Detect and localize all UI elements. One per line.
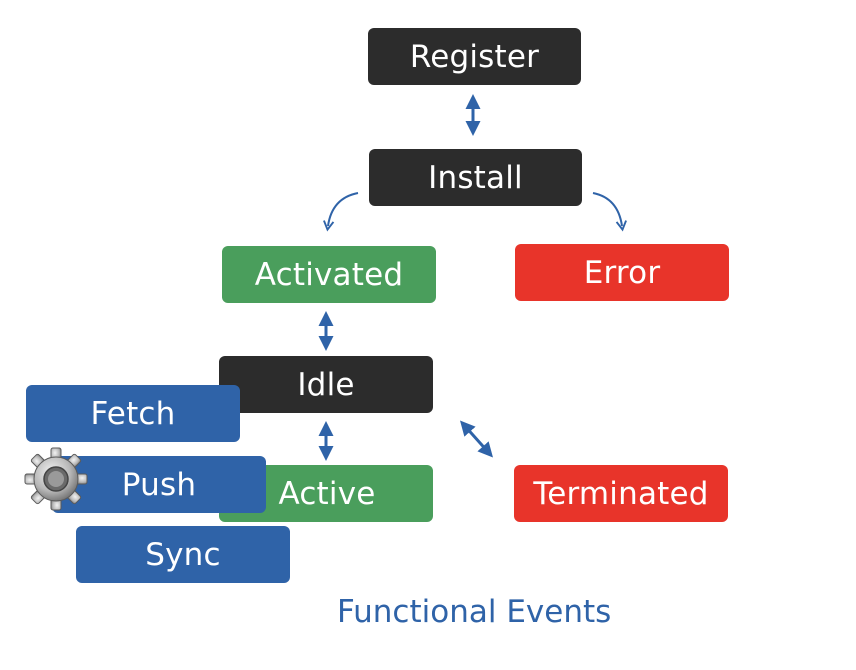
arrow-install-error	[592, 192, 627, 232]
sync-event: Sync	[76, 526, 290, 583]
push-event: Push	[52, 456, 266, 513]
install-label: Install	[428, 159, 523, 196]
active-label: Active	[278, 475, 376, 512]
terminated-label: Terminated	[533, 475, 709, 512]
activated-label: Activated	[254, 256, 404, 293]
gear-icon	[24, 447, 88, 511]
idle-state: Idle	[219, 356, 433, 413]
functional-events-caption: Functional Events	[337, 594, 612, 630]
arrow-install-activated	[323, 192, 359, 232]
activated-state: Activated	[222, 246, 436, 303]
install-state: Install	[369, 149, 582, 206]
sync-label: Sync	[145, 536, 221, 573]
fetch-label: Fetch	[90, 395, 176, 432]
push-label: Push	[121, 466, 197, 503]
fetch-event: Fetch	[26, 385, 240, 442]
arrow-idle-terminated	[460, 420, 493, 458]
register-label: Register	[409, 38, 540, 75]
register-state: Register	[368, 28, 581, 85]
terminated-state: Terminated	[514, 465, 728, 522]
idle-label: Idle	[297, 366, 355, 403]
error-label: Error	[583, 254, 661, 291]
error-state: Error	[515, 244, 729, 301]
